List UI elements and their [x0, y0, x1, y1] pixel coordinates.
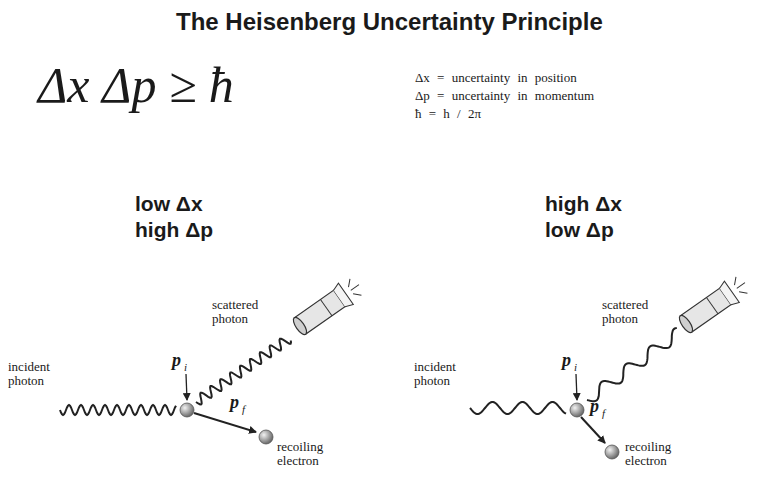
momentum-subscript: f	[242, 403, 245, 415]
photon-label: incident photon	[414, 360, 470, 389]
electron	[570, 403, 584, 417]
photon-label: scattered photon	[212, 298, 274, 327]
title: The Heisenberg Uncertainty Principle	[176, 8, 603, 36]
photon-label: scattered photon	[602, 298, 664, 327]
momentum-symbol: p	[590, 396, 599, 417]
detector	[675, 272, 752, 337]
panel-heading: high Δx	[545, 192, 622, 216]
electron	[259, 430, 273, 444]
detector	[289, 274, 366, 339]
definition: Δx = uncertainty in position	[415, 70, 577, 86]
photon-wave	[470, 402, 566, 414]
momentum-arrow	[576, 374, 577, 400]
electron-label: recoiling electron	[277, 440, 347, 469]
electron	[605, 445, 619, 459]
equation: Δx Δp ≥ ħ	[38, 56, 234, 114]
panel-heading: low Δp	[545, 218, 614, 242]
momentum-arrow	[581, 417, 605, 443]
momentum-symbol: p	[172, 350, 181, 371]
electron-label: recoiling electron	[625, 440, 695, 469]
photon-wave	[587, 328, 677, 401]
photon-label: incident photon	[8, 360, 64, 389]
definition: ħ = h / 2π	[415, 106, 481, 122]
momentum-subscript: i	[574, 361, 577, 373]
momentum-symbol: p	[562, 350, 571, 371]
momentum-arrow	[186, 374, 187, 400]
panel-heading: low Δx	[135, 192, 203, 216]
photon-wave	[196, 339, 291, 405]
panel-heading: high Δp	[135, 218, 213, 242]
momentum-arrow	[194, 413, 256, 432]
definition: Δp = uncertainty in momentum	[415, 88, 594, 104]
momentum-symbol: p	[230, 392, 239, 413]
momentum-subscript: i	[184, 361, 187, 373]
electron	[180, 403, 194, 417]
photon-wave	[60, 405, 176, 415]
momentum-subscript: f	[602, 407, 605, 419]
